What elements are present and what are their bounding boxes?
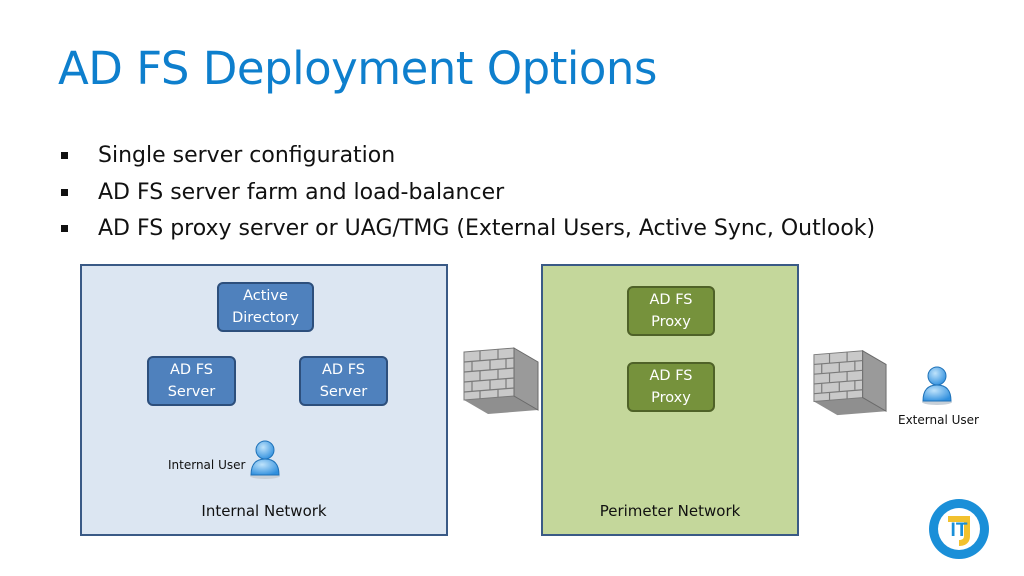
bullet-text: Single server configuration — [98, 143, 396, 168]
firewall-icon — [813, 349, 887, 416]
adfs-server-2-line-1: AD FS — [322, 362, 365, 378]
bullet-text: AD FS proxy server or UAG/TMG (External … — [98, 216, 876, 241]
perimeter-network-label: Perimeter Network — [599, 502, 741, 520]
adfs-server-box-2: AD FS Server — [299, 356, 388, 406]
slide-title: AD FS Deployment Options — [58, 42, 657, 95]
logo-text: IT — [951, 520, 968, 541]
bullet-text: AD FS server farm and load-balancer — [98, 179, 505, 205]
internal-user-label: Internal User — [168, 458, 246, 472]
external-user-label: External User — [898, 413, 979, 427]
adfs-server-1-line-1: AD FS — [170, 362, 213, 378]
bullet-square-icon — [61, 152, 68, 159]
internal-user-icon — [250, 440, 280, 479]
adfs-proxy-2-line-2: Proxy — [651, 390, 691, 406]
adfs-proxy-2-line-1: AD FS — [649, 368, 693, 384]
active-directory-line-1: Active — [243, 288, 288, 304]
adfs-proxy-box-1: AD FS Proxy — [627, 286, 715, 336]
adfs-server-box-1: AD FS Server — [147, 356, 236, 406]
active-directory-line-2: Directory — [232, 310, 299, 326]
bullet-square-icon — [61, 188, 68, 196]
active-directory-box: Active Directory — [217, 282, 314, 332]
bullet-square-icon — [61, 225, 68, 232]
external-user-icon — [922, 366, 952, 405]
firewall-icon — [463, 347, 539, 414]
it-logo: IT — [929, 499, 989, 559]
adfs-proxy-1-line-2: Proxy — [651, 314, 691, 330]
perimeter-network-zone: AD FS Proxy AD FS Proxy Perimeter Networ… — [541, 264, 799, 536]
adfs-proxy-1-line-1: AD FS — [649, 292, 693, 308]
adfs-server-1-line-2: Server — [167, 384, 216, 400]
adfs-server-2-line-2: Server — [319, 384, 368, 400]
internal-network-label: Internal Network — [201, 502, 327, 520]
adfs-proxy-box-2: AD FS Proxy — [627, 362, 715, 412]
internal-network-zone: Active Directory AD FS Server AD FS Serv… — [80, 264, 448, 536]
